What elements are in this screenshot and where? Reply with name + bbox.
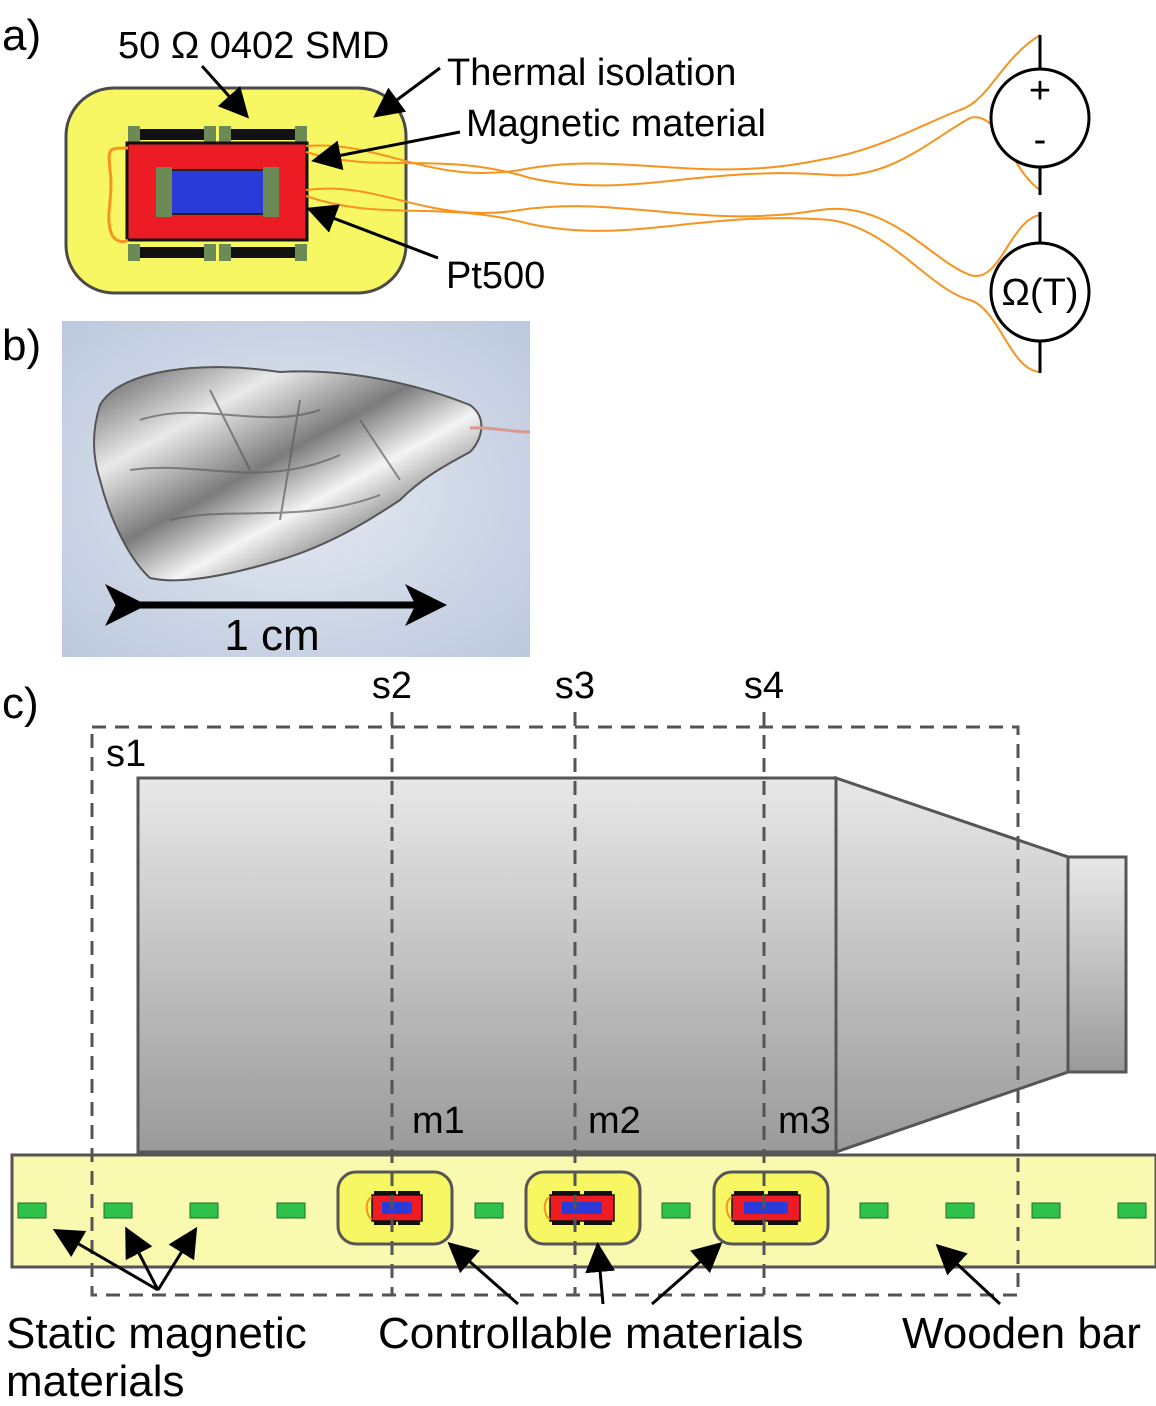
static-material [276, 1202, 306, 1219]
source-minus: - [1034, 119, 1047, 161]
resistor-arrow [200, 64, 250, 119]
sensor-label-s1: s1 [106, 733, 146, 775]
sensor-label-s3: s3 [555, 665, 595, 707]
static-material [189, 1202, 219, 1219]
material-label-m1: m1 [412, 1100, 465, 1142]
sensor-label-s2: s2 [372, 665, 412, 707]
isolation-arrow [373, 66, 441, 118]
scale-label: 1 cm [224, 611, 319, 660]
ohmmeter-label: Ω(T) [1002, 272, 1079, 314]
panel-c-label: c) [2, 679, 39, 728]
static-material [474, 1202, 504, 1219]
static-material [1031, 1202, 1061, 1219]
controllable-material-2 [524, 1170, 642, 1246]
sensor-s1-region [90, 725, 1020, 1297]
static-arrow-3 [156, 1226, 198, 1291]
source-plus: + [1029, 70, 1051, 112]
static-label-line1: Static magnetic [6, 1309, 307, 1358]
sensor-lines [90, 712, 1020, 1297]
static-materials [17, 1202, 1147, 1219]
internal-wire [107, 146, 129, 244]
smd-resistors [128, 126, 307, 261]
panel-b-label: b) [2, 321, 41, 370]
static-label-line2: materials [6, 1357, 185, 1406]
machine-body [136, 775, 1128, 1155]
panel-a-label: a) [2, 11, 41, 60]
wooden-bar-label: Wooden bar [902, 1309, 1141, 1358]
static-arrow-2 [125, 1226, 160, 1291]
pt500-arrow [306, 204, 439, 260]
static-material [859, 1202, 889, 1219]
controllable-label: Controllable materials [378, 1309, 804, 1358]
static-material [945, 1202, 975, 1219]
controllable-arrow-1 [447, 1242, 519, 1306]
material-label-m2: m2 [588, 1100, 641, 1142]
static-material [661, 1202, 691, 1219]
static-material [1117, 1202, 1147, 1219]
magnetic-arrow [311, 130, 461, 171]
sensor-label-s4: s4 [744, 665, 784, 707]
ohmmeter: Ω(T) [989, 212, 1091, 373]
controllable-arrow-2 [585, 1242, 616, 1305]
controllable-material-3 [712, 1170, 830, 1246]
isolation-label: Thermal isolation [447, 52, 736, 94]
material-label-m3: m3 [778, 1100, 831, 1142]
wooden-bar-arrow [935, 1243, 1002, 1306]
voltage-source: + - [989, 35, 1091, 195]
controllable-material-1 [336, 1170, 454, 1246]
controllable-arrow-3 [651, 1242, 723, 1306]
annotation-arrows [52, 1226, 1002, 1306]
pt500-sensor [169, 169, 266, 215]
static-material [103, 1202, 133, 1219]
static-material [17, 1202, 47, 1219]
pt500-label: Pt500 [446, 255, 545, 297]
resistor-label: 50 Ω 0402 SMD [118, 25, 389, 67]
static-arrow-1 [52, 1228, 159, 1292]
lead-wires [305, 34, 1041, 373]
magnetic-label: Magnetic material [466, 103, 766, 145]
